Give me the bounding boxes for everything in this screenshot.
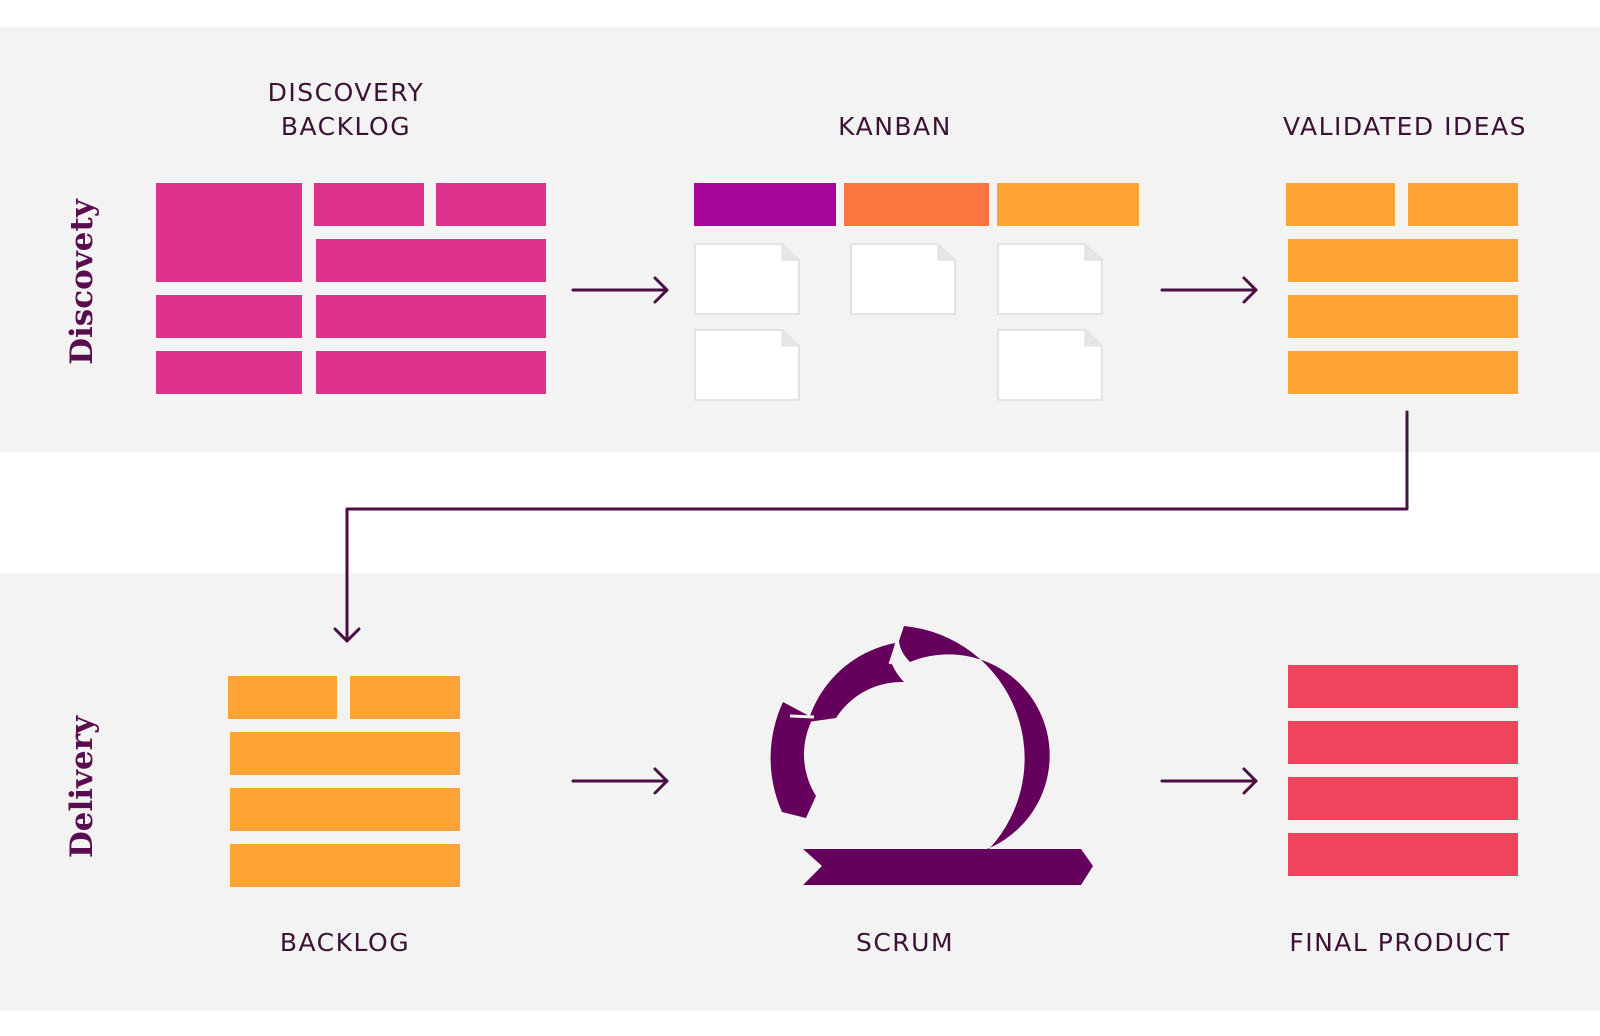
kanban-card-icon [997, 243, 1103, 315]
kanban-card-icon [850, 243, 956, 315]
backlog-item [230, 788, 460, 831]
arrow-right-icon [571, 767, 669, 795]
kanban-label: KANBAN [838, 112, 952, 141]
discovery-backlog-item [156, 295, 302, 338]
backlog-item [230, 732, 460, 775]
kanban-column-header [844, 183, 989, 226]
scrum-loop-icon [770, 626, 1093, 885]
kanban-card-icon [997, 329, 1103, 401]
final-product-label: FINAL PRODUCT [1289, 928, 1511, 957]
discovery-backlog-item [316, 239, 546, 282]
validated-idea-item [1288, 239, 1518, 282]
discovery-backlog-item [156, 351, 302, 394]
discovery-backlog-item [436, 183, 546, 226]
backlog-label: BACKLOG [279, 928, 411, 957]
kanban-card-icon [694, 243, 800, 315]
connector-arrow-down-icon [333, 410, 1409, 643]
validated-ideas-label: VALIDATED IDEAS [1282, 112, 1528, 141]
validated-idea-item [1288, 295, 1518, 338]
validated-idea-item [1288, 351, 1518, 394]
arrow-right-icon [1160, 276, 1258, 304]
validated-idea-item [1408, 183, 1518, 226]
backlog-item [228, 676, 337, 719]
discovery-backlog-item [156, 183, 302, 282]
backlog-item [230, 844, 460, 887]
scrum-label: SCRUM [855, 928, 955, 957]
validated-idea-item [1286, 183, 1395, 226]
discovery-backlog-item [316, 351, 546, 394]
arrow-right-icon [1160, 767, 1258, 795]
discovery-backlog-item [314, 183, 424, 226]
final-product-item [1288, 721, 1518, 764]
backlog-item [350, 676, 460, 719]
final-product-item [1288, 833, 1518, 876]
kanban-column-header [694, 183, 836, 226]
kanban-column-header [997, 183, 1139, 226]
discovery-backlog-label: DISCOVERY BACKLOG [267, 78, 425, 141]
kanban-card-icon [694, 329, 800, 401]
final-product-item [1288, 777, 1518, 820]
final-product-item [1288, 665, 1518, 708]
discovery-backlog-item [316, 295, 546, 338]
arrow-right-icon [571, 276, 669, 304]
